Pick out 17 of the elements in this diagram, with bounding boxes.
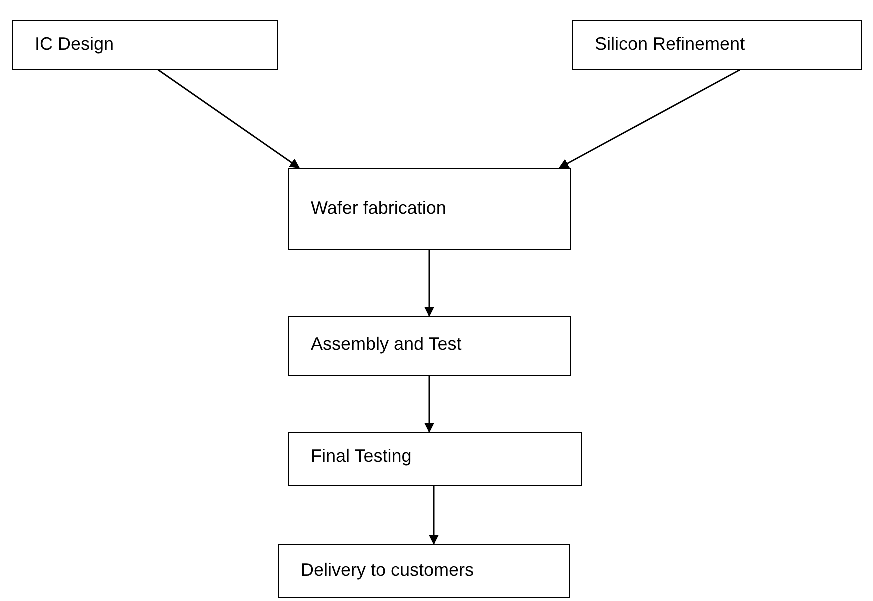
process-box: [12, 20, 278, 70]
process-box: [288, 316, 571, 376]
process-box: [572, 20, 862, 70]
arrow: [158, 69, 300, 169]
arrow: [429, 486, 439, 545]
box-label: Final Testing: [311, 445, 413, 468]
process-box: [288, 168, 571, 250]
box-label: IC Design: [35, 33, 116, 56]
box-label: Delivery to customers: [301, 559, 476, 582]
arrow: [558, 69, 741, 169]
box-label: Assembly and Test: [311, 333, 463, 356]
arrow: [424, 250, 434, 317]
box-label: Silicon Refinement: [595, 33, 746, 56]
arrow: [424, 376, 434, 433]
process-box: [288, 432, 582, 486]
box-label: Wafer fabrication: [311, 197, 448, 220]
process-box: [278, 544, 570, 598]
